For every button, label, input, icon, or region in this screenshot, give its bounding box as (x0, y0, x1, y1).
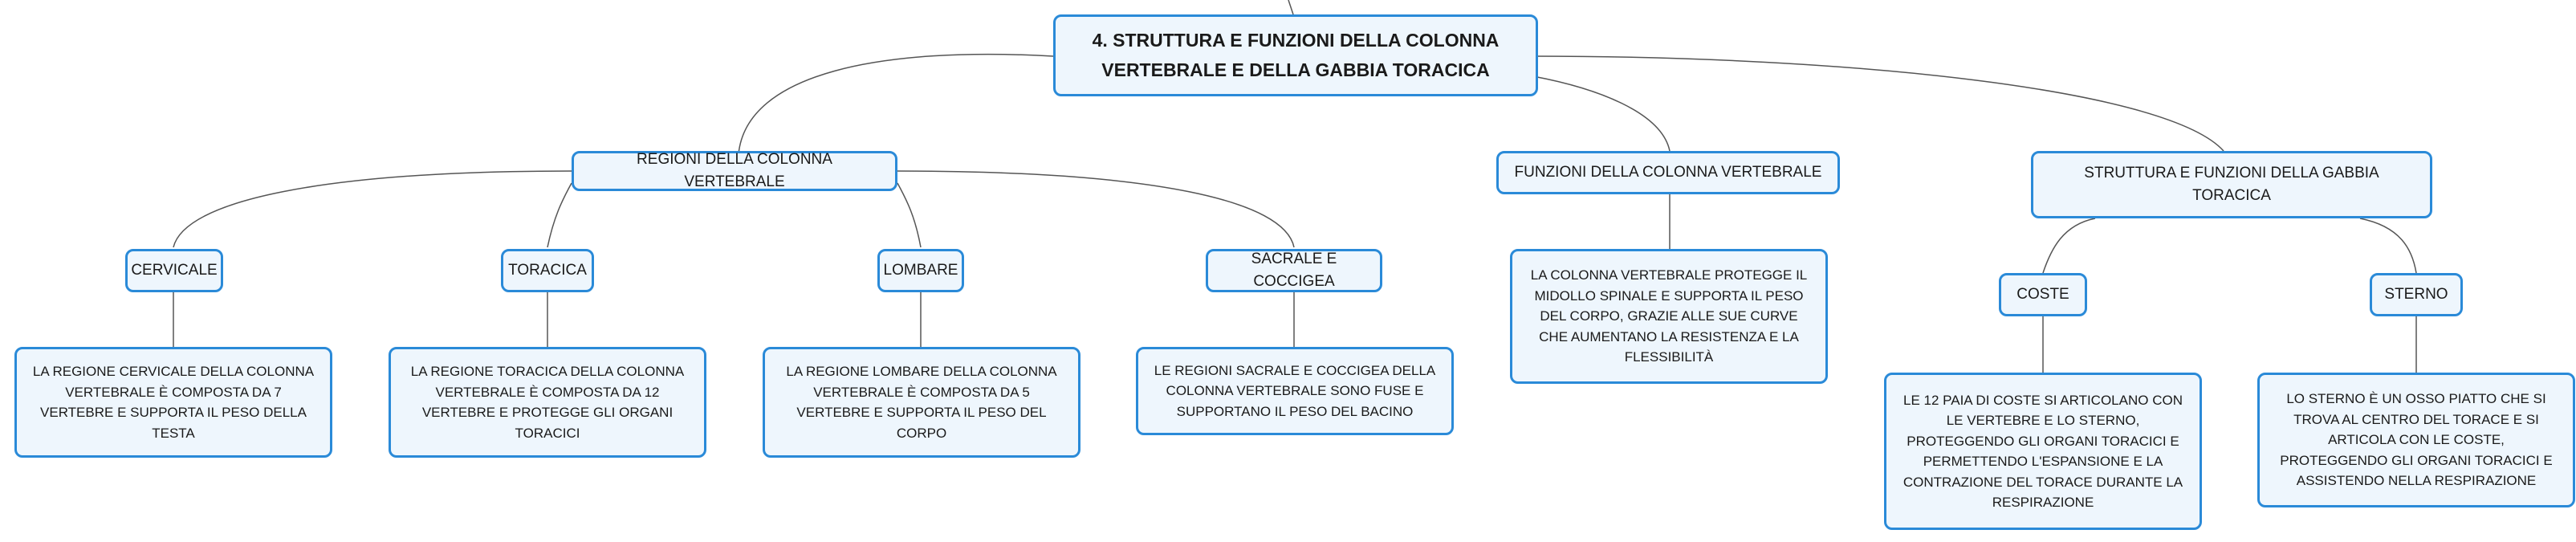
connector-root-up (1288, 0, 1294, 15)
detail-sacrale-coccigea-text: LE REGIONI SACRALE E COCCIGEA DELLA COLO… (1154, 362, 1436, 419)
connector-regions-toracica (547, 182, 572, 248)
detail-cervicale-text: LA REGIONE CERVICALE DELLA COLONNA VERTE… (32, 364, 315, 441)
subtopic-toracica-label: TORACICA (508, 261, 587, 279)
subtopic-lombare[interactable]: LOMBARE (877, 249, 964, 292)
detail-toracica[interactable]: LA REGIONE TORACICA DELLA COLONNA VERTEB… (389, 347, 706, 458)
detail-toracica-text: LA REGIONE TORACICA DELLA COLONNA VERTEB… (410, 364, 685, 441)
detail-coste-text: LE 12 PAIA DI COSTE SI ARTICOLANO CON LE… (1902, 392, 2183, 511)
detail-sterno[interactable]: LO STERNO È UN OSSO PIATTO CHE SI TROVA … (2257, 373, 2575, 507)
detail-coste[interactable]: LE 12 PAIA DI COSTE SI ARTICOLANO CON LE… (1884, 373, 2202, 530)
detail-lombare-text: LA REGIONE LOMBARE DELLA COLONNA VERTEBR… (786, 364, 1057, 441)
subtopic-coste[interactable]: COSTE (1999, 273, 2087, 316)
subtopic-sacrale-coccigea-label: SACRALE E COCCIGEA (1251, 250, 1337, 291)
connector-ribcage-sterno (2359, 218, 2417, 274)
connector-regions-cervicale (173, 170, 572, 248)
connector-regions-sacrale (897, 170, 1295, 248)
detail-sterno-text: LO STERNO È UN OSSO PIATTO CHE SI TROVA … (2280, 391, 2553, 489)
detail-lombare[interactable]: LA REGIONE LOMBARE DELLA COLONNA VERTEBR… (763, 347, 1080, 458)
topic-regioni[interactable]: REGIONI DELLA COLONNA VERTEBRALE (572, 151, 897, 191)
subtopic-sterno-label: STERNO (2384, 285, 2448, 303)
detail-sacrale-coccigea[interactable]: LE REGIONI SACRALE E COCCIGEA DELLA COLO… (1136, 347, 1454, 435)
topic-funzioni-label: FUNZIONI DELLA COLONNA VERTEBRALE (1514, 163, 1822, 181)
detail-cervicale[interactable]: LA REGIONE CERVICALE DELLA COLONNA VERTE… (14, 347, 332, 458)
root-topic-label: 4. STRUTTURA E FUNZIONI DELLA COLONNA VE… (1092, 30, 1500, 80)
topic-gabbia-toracica-label: STRUTTURA E FUNZIONI DELLA GABBIA TORACI… (2084, 164, 2379, 205)
topic-gabbia-toracica[interactable]: STRUTTURA E FUNZIONI DELLA GABBIA TORACI… (2031, 151, 2432, 218)
subtopic-lombare-label: LOMBARE (883, 261, 958, 279)
detail-funzioni-text: LA COLONNA VERTEBRALE PROTEGGE IL MIDOLL… (1530, 267, 1808, 365)
detail-funzioni[interactable]: LA COLONNA VERTEBRALE PROTEGGE IL MIDOLL… (1510, 249, 1828, 384)
subtopic-sacrale-coccigea[interactable]: SACRALE E COCCIGEA (1206, 249, 1382, 292)
connector-ribcage-coste (2042, 218, 2096, 274)
subtopic-coste-label: COSTE (2016, 285, 2069, 303)
subtopic-sterno[interactable]: STERNO (2370, 273, 2463, 316)
connector-root-functions (1532, 75, 1671, 152)
topic-funzioni[interactable]: FUNZIONI DELLA COLONNA VERTEBRALE (1496, 151, 1840, 194)
connector-regions-lombare (897, 182, 922, 248)
topic-regioni-label: REGIONI DELLA COLONNA VERTEBRALE (637, 150, 832, 191)
subtopic-toracica[interactable]: TORACICA (501, 249, 594, 292)
connector-root-regions (738, 53, 1054, 155)
root-topic[interactable]: 4. STRUTTURA E FUNZIONI DELLA COLONNA VE… (1053, 14, 1538, 96)
connector-root-ribcage (1532, 55, 2224, 152)
subtopic-cervicale-label: CERVICALE (131, 261, 218, 279)
subtopic-cervicale[interactable]: CERVICALE (125, 249, 223, 292)
